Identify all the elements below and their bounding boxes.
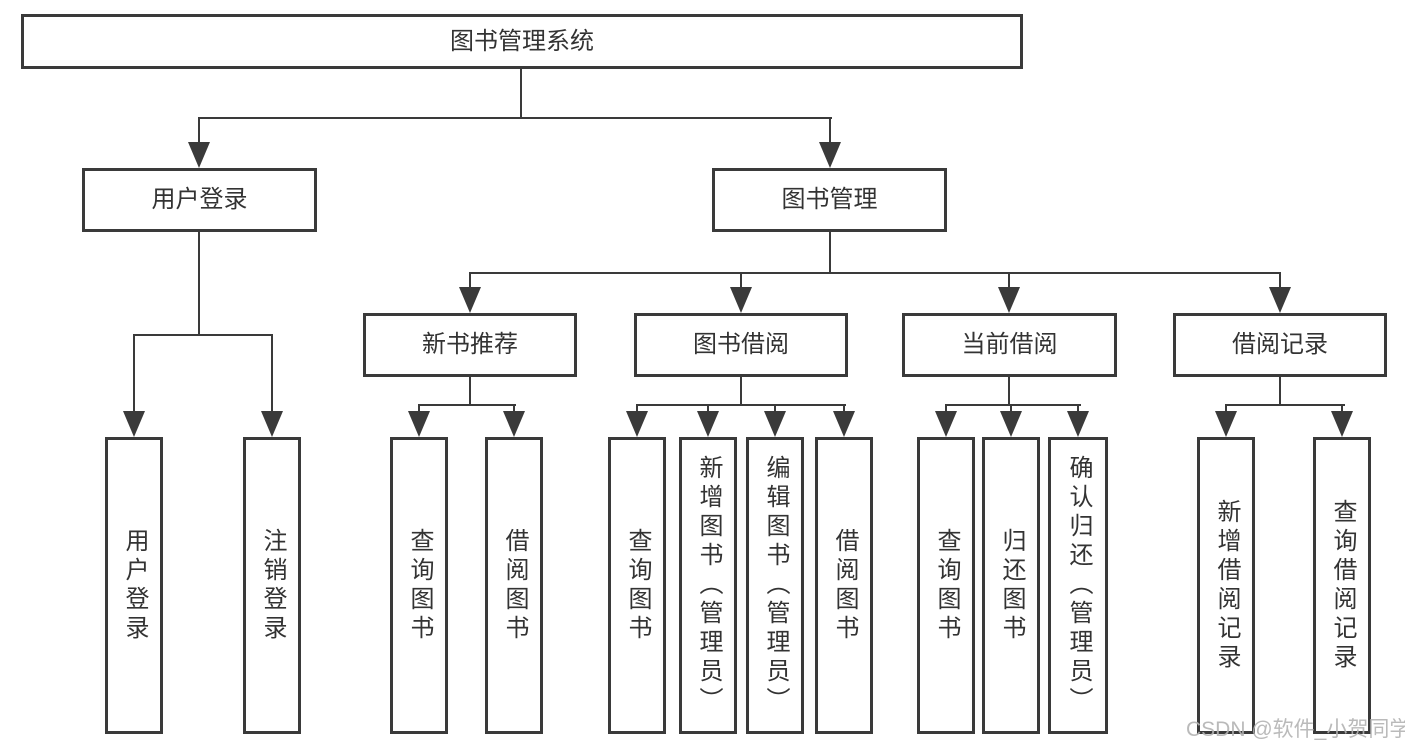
node-borrow-add-books-admin: 新增图书（管理员） [679, 437, 737, 734]
connector-line [1225, 404, 1227, 414]
arrow-down-icon [764, 411, 786, 437]
arrow-down-icon [188, 142, 210, 168]
node-borrow-records: 借阅记录 [1173, 313, 1387, 377]
connector-line [740, 377, 742, 406]
node-records-query-borrow-record: 查询借阅记录 [1313, 437, 1371, 734]
arrow-down-icon [730, 287, 752, 313]
connector-line [133, 334, 273, 336]
connector-line [520, 69, 522, 119]
arrow-down-icon [1067, 411, 1089, 437]
connector-line [469, 272, 471, 290]
node-current-return-books: 归还图书 [982, 437, 1040, 734]
connector-line [945, 404, 947, 414]
node-label: 归还图书 [998, 527, 1025, 644]
node-label: 用户登录 [151, 186, 248, 213]
node-user-login: 用户登录 [82, 168, 317, 232]
connector-line [1010, 404, 1012, 414]
node-current-borrow: 当前借阅 [902, 313, 1117, 377]
node-recommend-query-books: 查询图书 [390, 437, 448, 734]
arrow-down-icon [1000, 411, 1022, 437]
node-leaf-logout: 注销登录 [243, 437, 301, 734]
node-book-borrow: 图书借阅 [634, 313, 848, 377]
connector-line [829, 232, 831, 274]
connector-line [1279, 272, 1281, 290]
arrow-down-icon [1331, 411, 1353, 437]
node-book-management: 图书管理 [712, 168, 947, 232]
arrow-down-icon [1269, 287, 1291, 313]
node-label: 当前借阅 [961, 331, 1058, 358]
node-label: 新增图书（管理员） [695, 455, 722, 716]
node-borrow-query-books: 查询图书 [608, 437, 666, 734]
connector-line [198, 117, 200, 145]
node-borrow-edit-books-admin: 编辑图书（管理员） [746, 437, 804, 734]
node-label: 图书借阅 [693, 331, 789, 358]
node-leaf-user-login: 用户登录 [105, 437, 163, 734]
connector-line [740, 272, 742, 290]
connector-line [1008, 377, 1010, 406]
connector-line [774, 404, 776, 414]
connector-line [636, 404, 638, 414]
arrow-down-icon [697, 411, 719, 437]
connector-line [418, 404, 516, 406]
arrow-down-icon [626, 411, 648, 437]
node-label: 编辑图书（管理员） [762, 455, 789, 716]
connector-line [945, 404, 1081, 406]
connector-line [1341, 404, 1343, 414]
node-borrow-borrow-books: 借阅图书 [815, 437, 873, 734]
node-label: 借阅图书 [831, 527, 858, 644]
connector-line [133, 334, 135, 414]
connector-line [271, 334, 273, 414]
csdn-watermark: CSDN @软件_小贺同学 [1186, 718, 1405, 741]
connector-line [198, 232, 200, 336]
connector-line [469, 272, 1281, 274]
connector-line [513, 404, 515, 414]
node-label: 查询图书 [933, 527, 960, 644]
node-label: 图书管理系统 [450, 27, 594, 55]
arrow-down-icon [833, 411, 855, 437]
node-label: 查询图书 [406, 527, 433, 644]
node-label: 图书管理 [781, 186, 878, 213]
node-records-add-borrow-record: 新增借阅记录 [1197, 437, 1255, 734]
connector-line [469, 377, 471, 406]
node-new-book-recommend: 新书推荐 [363, 313, 577, 377]
node-current-confirm-return-admin: 确认归还（管理员） [1048, 437, 1108, 734]
node-label: 新增借阅记录 [1213, 498, 1240, 673]
node-label: 借阅记录 [1232, 331, 1328, 358]
node-current-query-books: 查询图书 [917, 437, 975, 734]
connector-line [1077, 404, 1079, 414]
arrow-down-icon [998, 287, 1020, 313]
connector-line [843, 404, 845, 414]
node-label: 用户登录 [121, 527, 148, 644]
node-label: 查询借阅记录 [1329, 498, 1356, 673]
connector-line [1225, 404, 1345, 406]
connector-line [198, 117, 832, 119]
connector-line [829, 117, 831, 145]
node-library-management-system: 图书管理系统 [21, 14, 1023, 69]
arrow-down-icon [935, 411, 957, 437]
connector-line [636, 404, 846, 406]
arrow-down-icon [408, 411, 430, 437]
connector-line [1008, 272, 1010, 290]
arrow-down-icon [819, 142, 841, 168]
node-recommend-borrow-books: 借阅图书 [485, 437, 543, 734]
arrow-down-icon [459, 287, 481, 313]
node-label: 确认归还（管理员） [1065, 455, 1092, 716]
arrow-down-icon [503, 411, 525, 437]
connector-line [418, 404, 420, 414]
node-label: 借阅图书 [501, 527, 528, 644]
arrow-down-icon [123, 411, 145, 437]
connector-line [707, 404, 709, 414]
arrow-down-icon [1215, 411, 1237, 437]
node-label: 新书推荐 [422, 331, 518, 358]
connector-line [1279, 377, 1281, 406]
arrow-down-icon [261, 411, 283, 437]
node-label: 注销登录 [259, 527, 286, 644]
node-label: 查询图书 [624, 527, 651, 644]
